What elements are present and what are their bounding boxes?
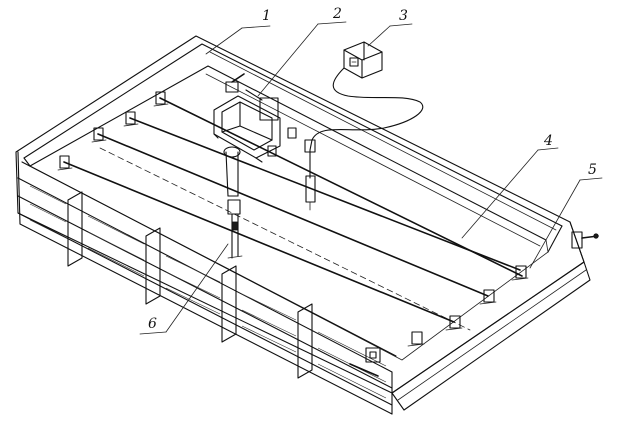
label-3: 3 [399, 8, 408, 24]
side-terminal [571, 231, 599, 249]
label-4: 4 [543, 133, 553, 149]
anchor-clamp [445, 315, 463, 331]
label-6: 6 [148, 316, 157, 332]
anchor-clamp [123, 111, 139, 127]
control-box [304, 41, 424, 211]
stiffener-plates [67, 191, 313, 379]
pallet-tray [15, 35, 585, 394]
anchor-clamp [153, 91, 169, 107]
heating-wires [63, 97, 523, 323]
side-frame [17, 151, 591, 415]
anchor-clamp [91, 127, 107, 143]
tension-unit [213, 73, 297, 163]
anchor-clamp [511, 265, 529, 281]
anchor-clamp [57, 155, 73, 171]
label-leaders [139, 21, 603, 335]
wire-anchors [57, 91, 529, 347]
label-5: 5 [588, 162, 597, 178]
label-1: 1 [262, 8, 271, 24]
probe [223, 146, 243, 259]
label-2: 2 [332, 6, 342, 22]
anchor-clamp [479, 289, 497, 305]
anchor-clamp [407, 331, 425, 347]
